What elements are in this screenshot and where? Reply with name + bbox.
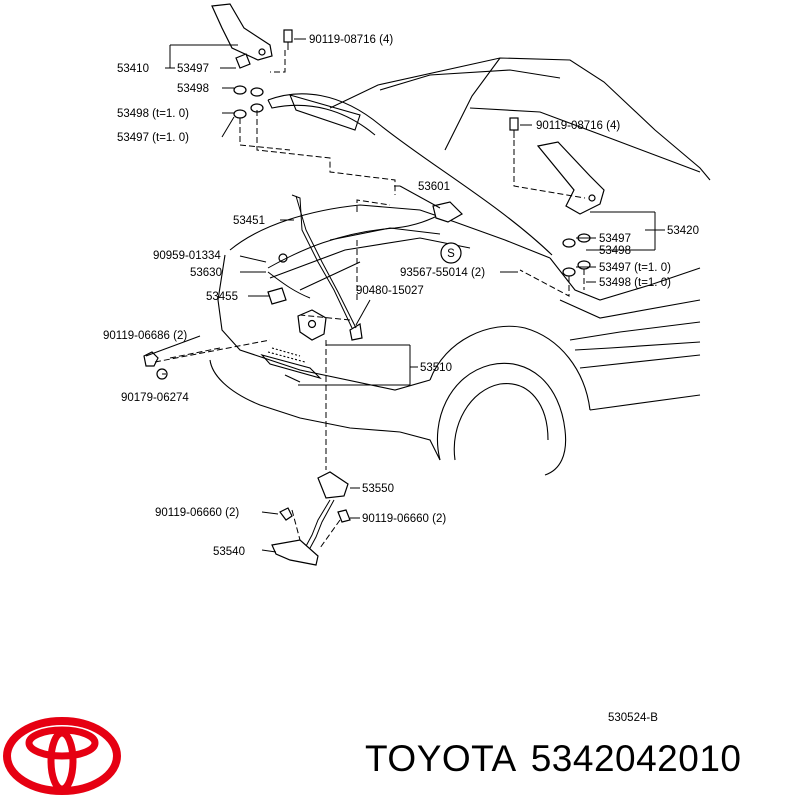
label-rod-grommet: 90480-15027 xyxy=(356,285,424,297)
label-hood-lever: 53550 xyxy=(362,483,394,495)
callout-labels: 90119-08716 (4) 53410 53497 53498 53498 … xyxy=(103,34,699,724)
stamp-s xyxy=(440,242,462,264)
hood-hinge-right xyxy=(211,3,273,69)
label-hinge-right: 53410 xyxy=(117,63,149,75)
label-cushion: 93567-55014 (2) xyxy=(400,267,485,279)
label-shim-53498-c: 53498 xyxy=(599,245,631,257)
label-shim-53498-d: 53498 (t=1. 0) xyxy=(599,277,671,289)
leader-lines xyxy=(145,38,665,553)
label-shim-53497-d: 53497 (t=1. 0) xyxy=(599,262,671,274)
hood-lock-assy xyxy=(297,309,327,341)
hood-hinge-left xyxy=(536,141,605,215)
label-shim-53497-c: 53497 xyxy=(599,233,631,245)
label-bolt-lock: 90119-06686 (2) xyxy=(103,330,187,342)
label-hinge-left: 53420 xyxy=(667,225,699,237)
label-shim-53498-b: 53498 (t=1. 0) xyxy=(117,108,189,120)
release-cable xyxy=(267,211,446,299)
clamp-53455 xyxy=(267,287,287,305)
label-bolt-lever-b: 90119-06660 (2) xyxy=(362,513,446,525)
rod-holder-53601 xyxy=(432,201,463,223)
label-bolt-lever-a: 90119-06660 (2) xyxy=(155,507,239,519)
label-clamp: 53455 xyxy=(206,291,238,303)
label-clip: 90959-01334 xyxy=(153,250,221,262)
label-lock-assy: 53510 xyxy=(420,362,452,374)
toyota-logo-icon xyxy=(3,717,121,795)
part-number: 5342042010 xyxy=(530,738,742,779)
diagram-code: 530524-B xyxy=(608,712,658,724)
label-shim-53498-a: 53498 xyxy=(177,83,209,95)
label-lever-bracket: 53540 xyxy=(213,546,245,558)
support-rod xyxy=(291,194,357,329)
label-release-cable: 53630 xyxy=(190,267,222,279)
label-shim-53497-a: 53497 xyxy=(177,63,209,75)
brand-name: TOYOTA xyxy=(365,738,517,779)
label-bolt-upper-right: 90119-08716 (4) xyxy=(309,34,393,46)
label-bolt-upper-left: 90119-08716 (4) xyxy=(536,120,620,132)
brand-caption: TOYOTA 5342042010 xyxy=(365,738,742,780)
fastener-parts xyxy=(143,29,591,523)
label-nut-lock: 90179-06274 xyxy=(121,392,189,404)
label-stamp-s: S xyxy=(447,248,455,260)
hood-lever-assy xyxy=(271,471,349,566)
assembly-dashes xyxy=(154,50,586,549)
label-rod-holder: 53601 xyxy=(418,181,450,193)
label-support-rod: 53451 xyxy=(233,215,265,227)
label-shim-53497-b: 53497 (t=1. 0) xyxy=(117,132,189,144)
vehicle-outline xyxy=(209,57,711,476)
